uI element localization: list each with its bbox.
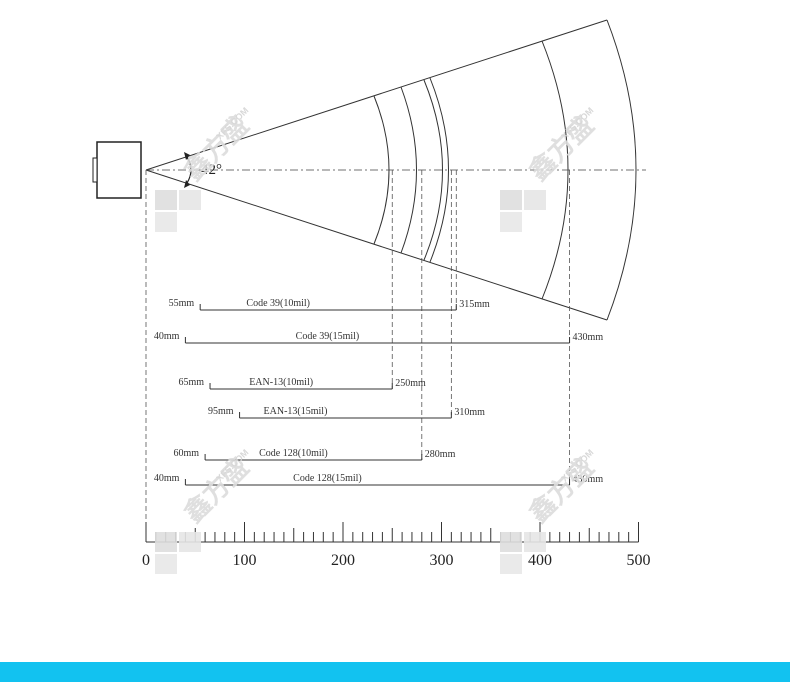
axis-tick-label: 400	[528, 552, 552, 569]
range-near-label: 95mm	[208, 406, 234, 417]
range-bar: 95mm 310mm EAN-13(15mil)	[208, 406, 485, 419]
axis-tick-label: 0	[142, 552, 150, 569]
watermark-brand: 鑫方盛	[178, 452, 254, 528]
range-far-label: 280mm	[425, 449, 456, 460]
range-bar: 65mm 250mm EAN-13(10mil)	[178, 377, 426, 390]
range-far-label: 250mm	[395, 378, 426, 389]
bottom-bar	[0, 662, 790, 682]
angle-arrow-down-icon	[184, 180, 190, 188]
scan-cone-lower-edge	[145, 169, 608, 321]
axis-tick-label: 200	[331, 552, 355, 569]
axis-tick-label: 500	[627, 552, 651, 569]
range-bar: 40mm 430mm Code 128(15mil)	[154, 473, 604, 486]
range-name-label: EAN-13(15mil)	[264, 406, 328, 417]
range-bar: 60mm 280mm Code 128(10mil)	[174, 448, 456, 461]
angle-label: 42°	[201, 162, 222, 178]
range-arc	[400, 86, 417, 254]
scan-cone-upper-edge	[145, 19, 608, 171]
range-near-label: 40mm	[154, 473, 180, 484]
scan-cone-outer-arc	[606, 19, 637, 321]
watermark: 鑫方盛 XFS.COM	[500, 105, 599, 232]
range-name-label: Code 128(10mil)	[259, 448, 328, 459]
watermark-brand: 鑫方盛	[523, 110, 599, 186]
range-name-label: Code 128(15mil)	[293, 473, 362, 484]
angle-arrow-up-icon	[184, 152, 190, 160]
range-far-label: 430mm	[573, 474, 604, 485]
watermark: 鑫方盛 XFS.COM	[155, 105, 254, 232]
range-near-label: 60mm	[174, 448, 200, 459]
range-near-label: 55mm	[169, 298, 195, 309]
range-name-label: Code 39(10mil)	[246, 298, 310, 309]
range-near-label: 40mm	[154, 331, 180, 342]
range-arc	[429, 77, 449, 263]
range-arc	[423, 79, 443, 261]
watermark-brand: 鑫方盛	[523, 452, 599, 528]
axis-tick-label: 300	[430, 552, 454, 569]
range-bar: 55mm 315mm Code 39(10mil)	[169, 298, 490, 311]
range-far-label: 310mm	[454, 407, 485, 418]
axis-tick-label: 100	[233, 552, 257, 569]
range-name-label: Code 39(15mil)	[296, 331, 360, 342]
range-far-label: 430mm	[573, 332, 604, 343]
range-near-label: 65mm	[178, 377, 204, 388]
range-far-label: 315mm	[459, 299, 490, 310]
scanner-device-icon	[92, 141, 142, 199]
range-bar: 40mm 430mm Code 39(15mil)	[154, 331, 604, 344]
range-name-label: EAN-13(10mil)	[249, 377, 313, 388]
angle-indicator-arc	[186, 156, 192, 184]
